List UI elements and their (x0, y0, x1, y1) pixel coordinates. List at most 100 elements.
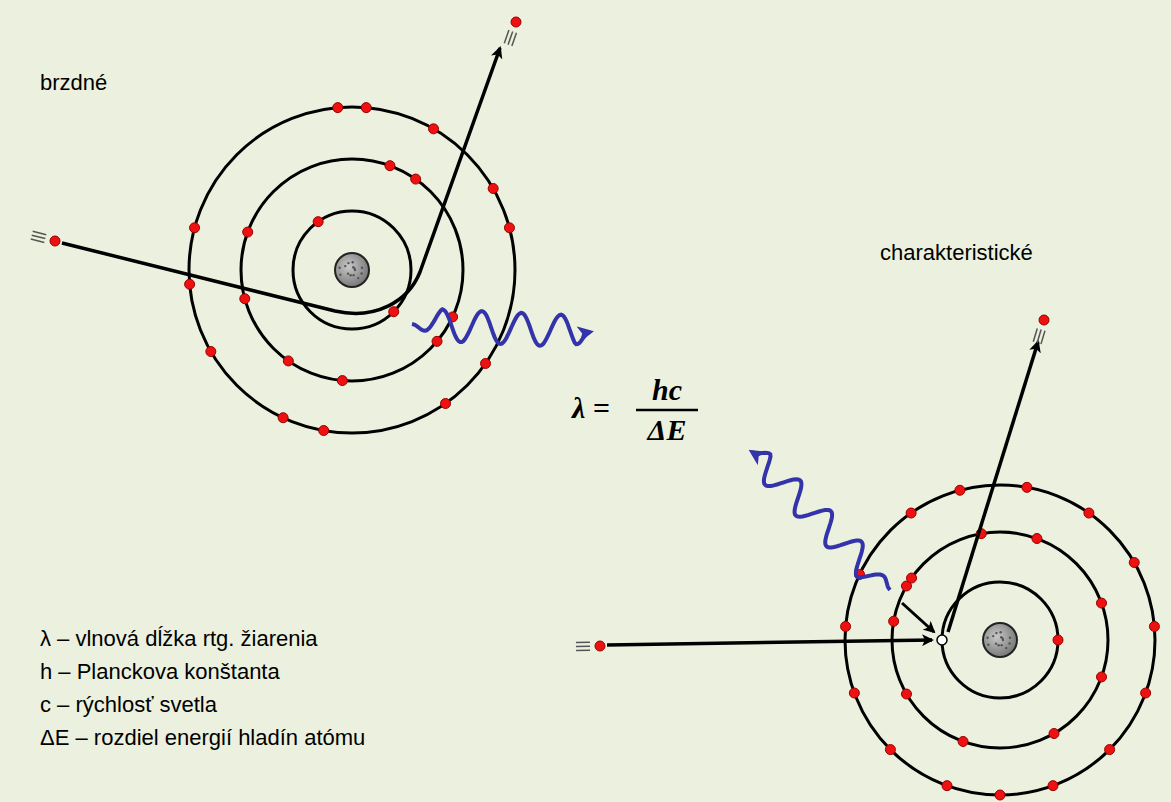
electron (185, 279, 195, 289)
electron (906, 508, 916, 518)
motion-streak (576, 649, 590, 651)
electron-shell (293, 211, 411, 329)
electron (504, 223, 514, 233)
motion-streak (508, 31, 513, 44)
nucleus-texture (361, 267, 363, 269)
nucleus (983, 623, 1017, 657)
formula-text: λ = (572, 390, 610, 426)
panel-title: brzdné (40, 70, 107, 96)
x-ray-photon (412, 309, 590, 345)
free-electron (595, 641, 605, 651)
electron (907, 573, 917, 583)
nucleus-texture (360, 272, 362, 274)
nucleus-texture (357, 277, 359, 279)
nucleus-texture (999, 631, 1001, 633)
electron (849, 688, 859, 698)
electron (243, 227, 253, 237)
formula-denominator: ΔE (648, 412, 687, 448)
electron (995, 790, 1005, 800)
electron (481, 358, 491, 368)
electron (385, 161, 395, 171)
free-electron (50, 236, 60, 246)
electron (1048, 781, 1058, 791)
electron (333, 103, 343, 113)
motion-streak (31, 239, 45, 242)
nucleus-texture (349, 274, 351, 276)
nucleus-texture (1005, 647, 1007, 649)
nucleus-texture (992, 635, 994, 637)
free-electron (1039, 315, 1049, 325)
legend-note: h – Planckova konštanta (40, 659, 280, 685)
electron (432, 336, 442, 346)
electron (361, 103, 371, 113)
electron (958, 736, 968, 746)
electron (1149, 621, 1159, 631)
electron (942, 781, 952, 791)
electron (1032, 534, 1042, 544)
electron (411, 174, 421, 184)
electron-shell (189, 107, 515, 433)
motion-streak (576, 645, 590, 647)
legend-note: λ – vlnová dĺžka rtg. žiarenia (40, 626, 318, 652)
incoming-electron-path (607, 640, 932, 645)
electron (841, 621, 851, 631)
transition-arrow (902, 603, 934, 632)
nucleus-texture (1000, 636, 1002, 638)
electron (283, 356, 293, 366)
legend-note: ΔE – rozdiel energií hladín atómu (40, 725, 365, 751)
formula-numerator: hc (652, 372, 682, 408)
nucleus-texture (1008, 642, 1010, 644)
electron (440, 399, 450, 409)
electron-trajectory (62, 48, 500, 313)
electron (1096, 598, 1106, 608)
nucleus-texture (347, 272, 349, 274)
motion-streak (576, 641, 590, 643)
vacancy (937, 635, 947, 645)
nucleus-texture (986, 637, 988, 639)
nucleus-texture (347, 262, 349, 264)
electron (885, 745, 895, 755)
electron (1053, 635, 1063, 645)
electron (889, 616, 899, 626)
electron (1141, 688, 1151, 698)
motion-streak (1041, 331, 1045, 344)
nucleus-texture (352, 266, 354, 268)
motion-streak (1037, 330, 1041, 343)
panel-title: charakteristické (880, 240, 1033, 266)
motion-streak (33, 231, 47, 234)
nucleus-texture (338, 267, 340, 269)
nucleus-texture (1000, 644, 1002, 646)
electron (1105, 745, 1115, 755)
nucleus-texture (995, 642, 997, 644)
electron (206, 347, 216, 357)
nucleus-texture (997, 644, 999, 646)
electron (1129, 558, 1139, 568)
nucleus-texture (1009, 637, 1011, 639)
electron (1084, 508, 1094, 518)
motion-streak (512, 33, 517, 46)
nucleus-texture (339, 274, 341, 276)
electron (278, 413, 288, 423)
electron (488, 184, 498, 194)
nucleus-texture (351, 261, 353, 263)
electron (190, 223, 200, 233)
electron (1022, 482, 1032, 492)
nucleus-texture (344, 265, 346, 267)
motion-streak (32, 235, 46, 238)
nucleus (335, 253, 369, 287)
nucleus-texture (987, 644, 989, 646)
free-electron (511, 17, 521, 27)
electron-shell (241, 159, 463, 381)
electron (955, 485, 965, 495)
electron (901, 689, 911, 699)
electron (429, 124, 439, 134)
electron (389, 307, 399, 317)
legend-note: c – rýchlosť svetla (40, 692, 217, 718)
ejected-electron-path (948, 342, 1038, 632)
nucleus-texture (352, 274, 354, 276)
fraction-bar (636, 409, 698, 412)
x-ray-photon (752, 452, 890, 590)
electron (240, 294, 250, 304)
electron (1049, 729, 1059, 739)
nucleus-texture (995, 632, 997, 634)
